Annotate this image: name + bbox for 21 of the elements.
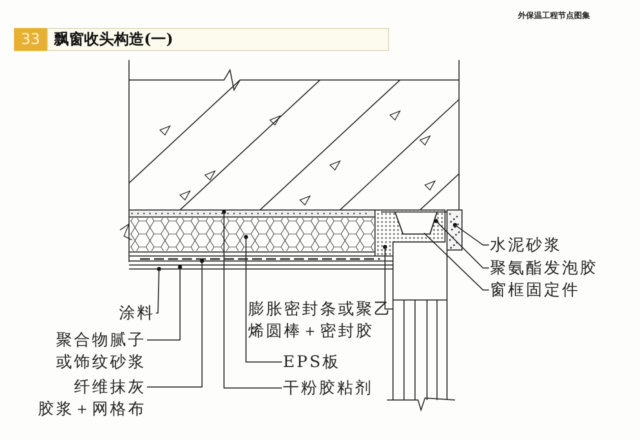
leader-line xyxy=(246,236,282,362)
leader-line xyxy=(436,220,490,268)
callout-label: 聚氨酯发泡胶 xyxy=(490,257,598,279)
section-number: 33 xyxy=(14,28,47,51)
leader-line xyxy=(146,260,202,388)
leader-line xyxy=(424,232,490,290)
leader-line xyxy=(146,266,180,340)
callout-label: 涂料 xyxy=(119,302,155,324)
callout-label: 窗框固定件 xyxy=(490,279,580,301)
callout-label: EPS板 xyxy=(283,351,340,373)
header-text: 外保温工程节点图集 xyxy=(518,10,590,21)
callout-label: 聚合物腻子或饰纹砂浆 xyxy=(56,329,146,373)
callout-label: 纤维抹灰胶浆＋网格布 xyxy=(38,376,146,420)
callout-label: 膨胀密封条或聚乙烯圆棒＋密封胶 xyxy=(248,298,392,342)
callout-label: 干粉胶粘剂 xyxy=(283,377,373,399)
callout-label: 水泥砂浆 xyxy=(490,234,562,256)
leader-line xyxy=(156,268,160,314)
leader-line xyxy=(384,246,394,310)
leader-line xyxy=(224,212,282,388)
title-bar: 飘窗收头构造(一) xyxy=(47,28,389,51)
leader-line xyxy=(454,224,490,246)
